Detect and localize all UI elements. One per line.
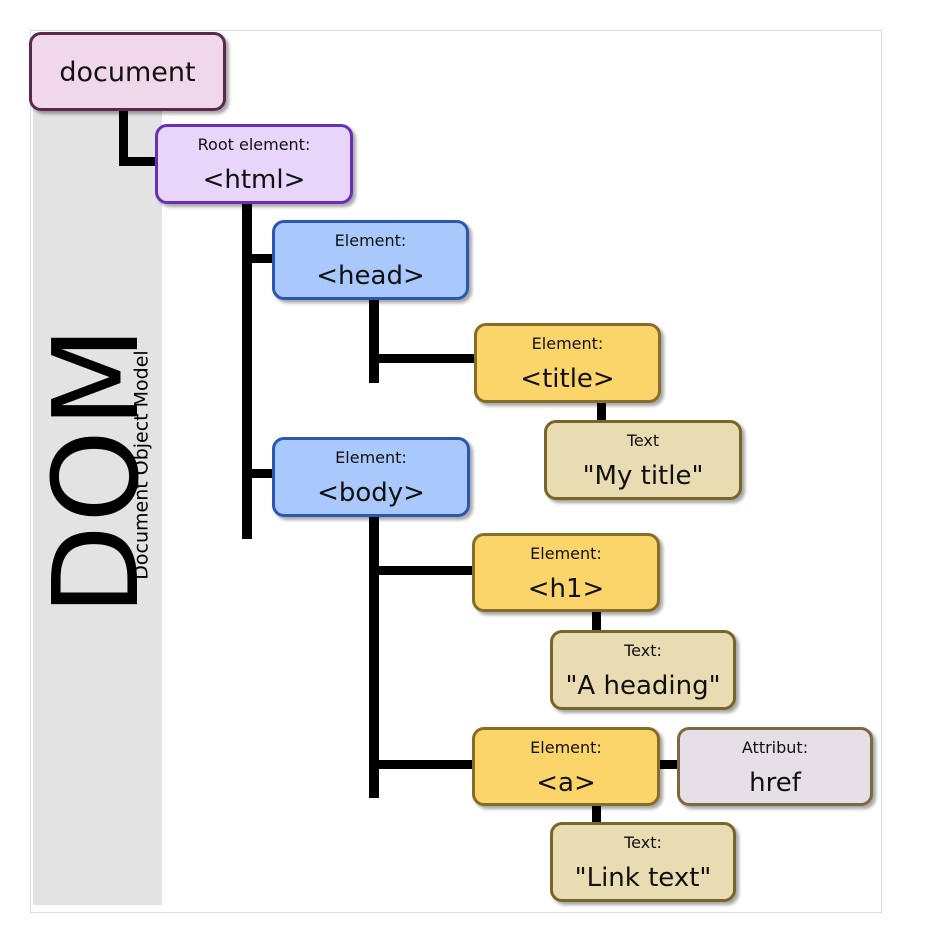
connector-a-attr bbox=[658, 760, 682, 769]
node-head: Element: <head> bbox=[272, 220, 469, 300]
node-a-text: Text: "Link text" bbox=[550, 822, 736, 902]
node-body-tag: <body> bbox=[317, 478, 425, 508]
connector-a-text bbox=[592, 804, 601, 826]
node-a-text-value: "Link text" bbox=[574, 863, 712, 893]
connector-body-trunk bbox=[369, 516, 379, 798]
node-h1-text-value: "A heading" bbox=[565, 671, 721, 701]
dom-full-name: Document Object Model bbox=[130, 350, 153, 580]
node-document-label: document bbox=[59, 57, 196, 88]
node-h1-tag: <h1> bbox=[527, 574, 605, 604]
node-head-kind: Element: bbox=[334, 231, 407, 250]
diagram-frame bbox=[30, 30, 882, 913]
connector-head-title bbox=[369, 354, 477, 363]
node-title-text: Text "My title" bbox=[544, 420, 742, 500]
node-a-attribute: Attribut: href bbox=[677, 727, 873, 806]
node-a-attribute-value: href bbox=[749, 768, 801, 798]
node-title-text-value: "My title" bbox=[582, 461, 704, 491]
node-html-tag: <html> bbox=[202, 165, 306, 195]
node-title-text-kind: Text bbox=[626, 431, 660, 450]
node-h1: Element: <h1> bbox=[472, 533, 660, 612]
node-html-kind: Root element: bbox=[197, 135, 311, 154]
node-title-tag: <title> bbox=[520, 364, 615, 394]
sidebar-band bbox=[33, 33, 162, 905]
node-a-tag: <a> bbox=[536, 768, 596, 798]
connector-html-body bbox=[242, 469, 276, 478]
connector-html-trunk bbox=[242, 202, 252, 539]
node-a: Element: <a> bbox=[472, 727, 660, 806]
connector-body-a bbox=[369, 760, 477, 769]
connector-document-down bbox=[119, 108, 128, 166]
node-document: document bbox=[29, 32, 226, 111]
node-h1-text-kind: Text: bbox=[624, 641, 662, 660]
node-a-attribute-kind: Attribut: bbox=[741, 738, 809, 757]
node-title: Element: <title> bbox=[474, 323, 661, 403]
node-html: Root element: <html> bbox=[155, 124, 353, 204]
node-head-tag: <head> bbox=[316, 261, 425, 291]
connector-head-trunk bbox=[369, 298, 379, 383]
node-a-kind: Element: bbox=[530, 738, 602, 757]
connector-h1-text bbox=[592, 610, 601, 633]
connector-body-h1 bbox=[369, 566, 477, 575]
node-body-kind: Element: bbox=[335, 448, 407, 467]
node-h1-text: Text: "A heading" bbox=[550, 630, 736, 710]
node-h1-kind: Element: bbox=[530, 544, 602, 563]
node-title-kind: Element: bbox=[531, 334, 604, 353]
connector-document-html bbox=[119, 157, 159, 166]
node-body: Element: <body> bbox=[272, 437, 470, 517]
node-a-text-kind: Text: bbox=[624, 833, 662, 852]
connector-html-head bbox=[242, 254, 276, 263]
connector-title-text bbox=[597, 402, 606, 423]
